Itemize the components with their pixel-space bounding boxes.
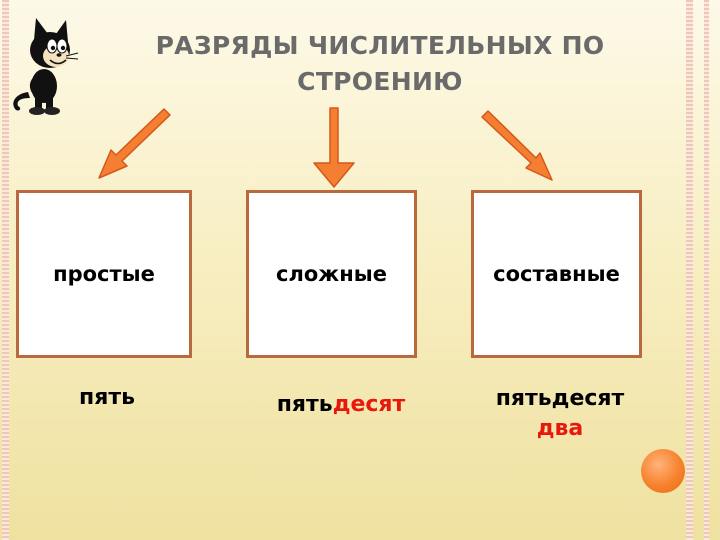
orange-circle-icon bbox=[641, 449, 685, 493]
category-label: простые bbox=[53, 262, 155, 286]
example-root: пять bbox=[276, 392, 333, 417]
example-simple: пять bbox=[62, 383, 152, 413]
cat-mascot-icon bbox=[13, 18, 79, 115]
right-border-stripe-outer bbox=[704, 0, 709, 540]
example-highlight: десят bbox=[332, 392, 406, 417]
example-highlight: два bbox=[536, 416, 584, 441]
category-box-compound: составные bbox=[471, 190, 642, 358]
slide-title: РАЗРЯДЫ ЧИСЛИТЕЛЬНЫХ ПО СТРОЕНИЮ bbox=[155, 31, 605, 96]
down-arrow-icon bbox=[313, 107, 355, 188]
category-box-simple: простые bbox=[16, 190, 192, 358]
right-border-stripe bbox=[686, 0, 693, 540]
example-complex: пятьдесят bbox=[246, 390, 436, 420]
example-first-word: пятьдесят bbox=[495, 386, 625, 411]
example-text: пять bbox=[79, 385, 135, 410]
down-right-arrow-icon bbox=[481, 110, 553, 181]
category-label: сложные bbox=[276, 262, 387, 286]
category-box-complex: сложные bbox=[246, 190, 417, 358]
down-left-arrow-icon bbox=[98, 108, 171, 179]
example-compound: пятьдесят два bbox=[470, 384, 650, 444]
left-border-stripe bbox=[2, 0, 9, 540]
category-label: составные bbox=[493, 262, 620, 286]
